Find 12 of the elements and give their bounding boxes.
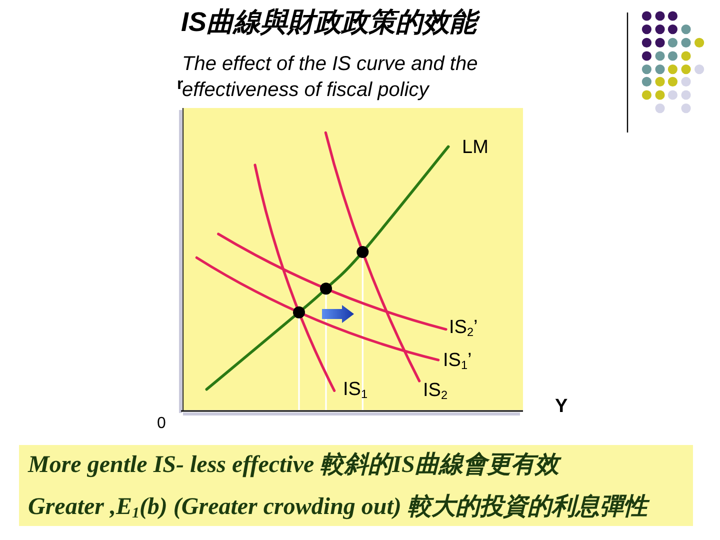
- curve-label: IS$_{2}$: [423, 381, 448, 400]
- curve-label: IS$_{2}$’: [449, 318, 478, 337]
- text-box: [19, 445, 693, 526]
- note-text: More gentle IS- less effective 較斜的IS曲線會更有效: [28, 453, 559, 477]
- axis-label: Y: [555, 397, 568, 416]
- axis-label: r: [177, 77, 184, 93]
- axis-label: 0: [157, 416, 166, 432]
- note-text: Greater ,E$_{1}$(b) (Greater crowding out) 較大的投資的利息彈性: [28, 495, 648, 519]
- subtitle: The effect of the IS curve and the effectiveness of fiscal policy: [182, 52, 479, 103]
- curve-label: IS$_{1}$: [343, 380, 368, 399]
- curve-label: LM: [462, 138, 488, 157]
- curve-label: IS$_{1}$’: [443, 351, 472, 370]
